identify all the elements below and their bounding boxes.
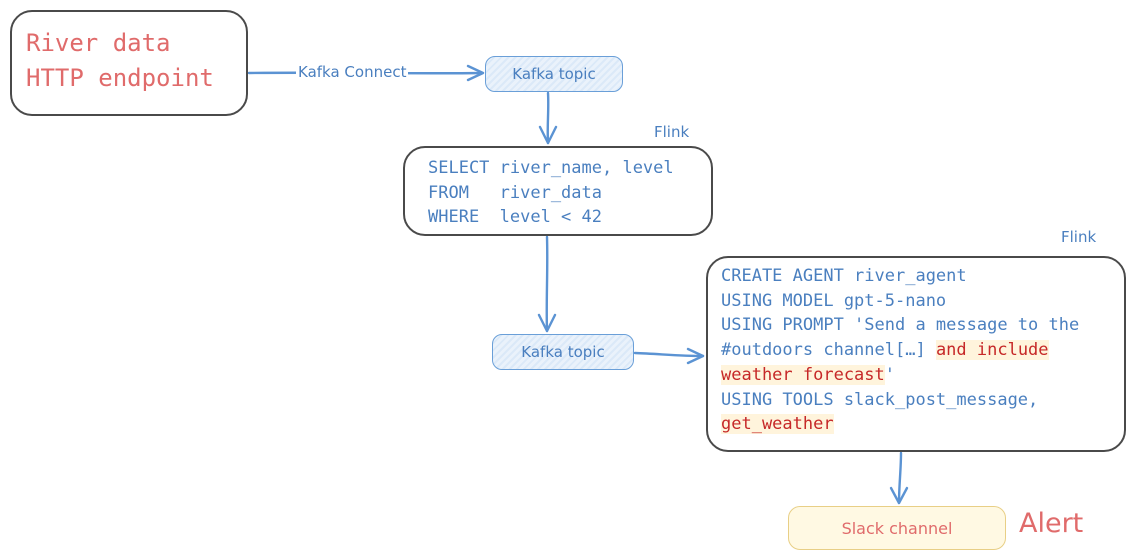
agent-line-create: CREATE AGENT river_agent bbox=[721, 266, 967, 286]
slack-channel-sink: Slack channel bbox=[788, 506, 1006, 550]
sql-line-where: WHERE level < 42 bbox=[428, 207, 602, 228]
agent-line-weather-tool: get_weather bbox=[721, 412, 1124, 437]
kafka-topic-raw: Kafka topic bbox=[485, 56, 623, 92]
flink-sql-filter-box: SELECT river_name, level FROM river_data… bbox=[403, 146, 713, 236]
flink-agent-box: CREATE AGENT river_agent USING MODEL gpt… bbox=[706, 256, 1126, 452]
arrow-sql-to-topic bbox=[545, 235, 549, 333]
agent-quote-close: ' bbox=[884, 364, 896, 385]
river-data-source: River data HTTP endpoint bbox=[10, 10, 248, 116]
agent-line-tools: USING TOOLS slack_post_message, bbox=[721, 389, 1039, 410]
agent-line-channel: #outdoors channel[…] and include bbox=[721, 338, 1124, 363]
agent-highlight-include: and include bbox=[935, 340, 1049, 361]
source-title-line-2: HTTP endpoint bbox=[26, 64, 214, 92]
kafka-topic-filtered: Kafka topic bbox=[492, 334, 634, 370]
agent-line-forecast: weather forecast' bbox=[721, 363, 1124, 388]
agent-highlight-forecast: weather forecast bbox=[721, 364, 885, 385]
alert-label: Alert bbox=[1019, 508, 1084, 539]
agent-line-prompt: USING PROMPT 'Send a message to the bbox=[721, 315, 1080, 336]
flink-label-filter: Flink bbox=[654, 123, 690, 141]
sql-line-from: FROM river_data bbox=[428, 182, 602, 203]
agent-highlight-get-weather: get_weather bbox=[721, 414, 834, 435]
arrow-topic-to-sql bbox=[546, 91, 550, 145]
source-title-line-1: River data bbox=[26, 29, 171, 57]
flink-label-agent: Flink bbox=[1061, 228, 1097, 246]
sql-line-select: SELECT river_name, level bbox=[428, 158, 674, 178]
arrow-topic-to-agent bbox=[633, 351, 705, 358]
arrow-agent-to-slack bbox=[897, 451, 903, 505]
agent-line-model: USING MODEL gpt-5-nano bbox=[721, 290, 947, 311]
agent-channel-text: #outdoors channel[…] bbox=[721, 340, 936, 361]
kafka-connect-label: Kafka Connect bbox=[296, 63, 409, 81]
